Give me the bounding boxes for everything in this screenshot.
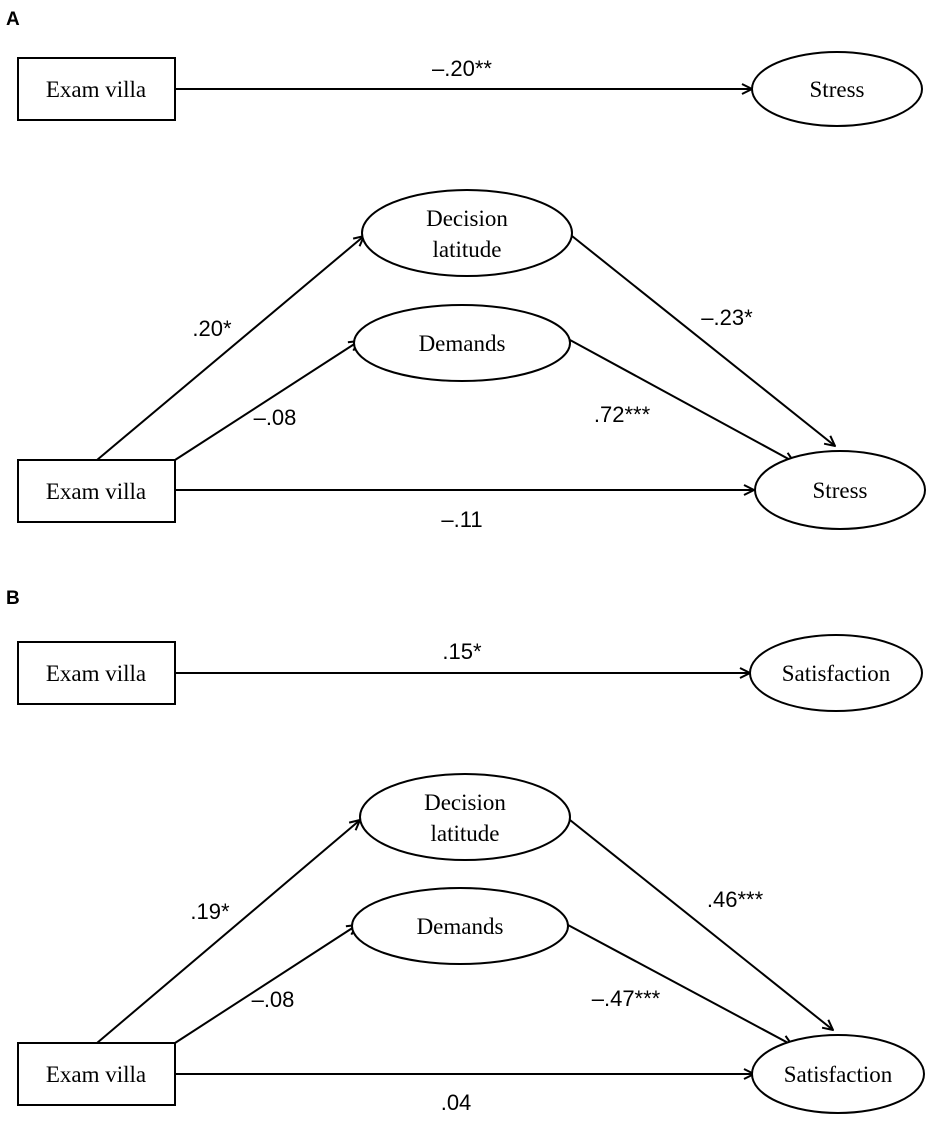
panel-b-outcome-label: Satisfaction (784, 1062, 893, 1087)
panel-b-mediator2-label: Demands (417, 914, 504, 939)
panel-a-predictor-box (17, 459, 176, 523)
panel-a-mediator1-line1: Decision (426, 206, 508, 231)
panel-a-arrow-x-m2 (174, 341, 359, 461)
panel-b-mediator1-line1: Decision (424, 790, 506, 815)
panel-b-outcome-ellipse (751, 1034, 925, 1114)
panel-a-top-outcome-label: Stress (810, 77, 865, 102)
panel-a-coef-m2-y: .72*** (594, 402, 651, 427)
panel-b-top-predictor-label: Exam villa (46, 661, 146, 686)
panel-a-outcome-ellipse (754, 450, 926, 530)
panel-a-coef-x-m1: .20* (192, 316, 232, 341)
panel-b-mediator1-line2: latitude (431, 821, 500, 846)
panel-b-top-coef: .15* (442, 639, 482, 664)
panel-b-coef-direct: .04 (441, 1090, 472, 1115)
panel-a-mediator2-label: Demands (419, 331, 506, 356)
panel-a-mediation-model: Exam villa Decision latitude Demands Str… (17, 189, 926, 532)
panel-b-arrow-x-m2 (174, 925, 357, 1044)
panel-b-label: B (6, 588, 20, 609)
panel-a-coef-direct: –.11 (441, 507, 482, 532)
panel-b-arrow-x-m1 (96, 820, 360, 1044)
panel-b-arrow-m2-y (567, 924, 792, 1045)
panel-b-mediation-model: Exam villa Decision latitude Demands Sat… (17, 773, 925, 1115)
panel-b-coef-x-m2: –.08 (252, 987, 295, 1012)
panel-a-arrow-x-m1 (96, 236, 364, 461)
panel-a-coef-x-m2: –.08 (254, 405, 297, 430)
panel-b-predictor-box (17, 1042, 176, 1106)
panel-b-predictor-label: Exam villa (46, 1062, 146, 1087)
panel-a-top-predictor-label: Exam villa (46, 77, 146, 102)
panel-b-coef-m1-y: .46*** (707, 887, 764, 912)
panel-b-top-outcome-label: Satisfaction (782, 661, 891, 686)
panel-a-mediator1-ellipse (361, 189, 573, 277)
panel-b-coef-m2-y: –.47*** (592, 986, 661, 1011)
panel-a-top-predictor-box (17, 57, 176, 121)
panel-a-coef-m1-y: –.23* (701, 305, 753, 330)
panel-a-top-coef: –.20** (432, 56, 492, 81)
panel-a-arrow-m1-y (571, 235, 835, 446)
panel-a-arrow-m2-y (569, 339, 794, 462)
panel-b-coef-x-m1: .19* (190, 899, 230, 924)
panel-a-outcome-label: Stress (813, 478, 868, 503)
panel-a-mediator1-line2: latitude (433, 237, 502, 262)
panel-b-top-predictor-box (17, 641, 176, 705)
panel-b-mediator1-ellipse (359, 773, 571, 861)
panel-a-label: A (6, 9, 20, 30)
panel-b-arrow-m1-y (569, 819, 833, 1030)
panel-b-mediator2-ellipse (351, 887, 569, 965)
panel-a-total-effect: Exam villa Stress –.20** (17, 51, 923, 127)
panel-a-mediator2-ellipse (353, 304, 571, 382)
panel-a-predictor-label: Exam villa (46, 479, 146, 504)
panel-b-total-effect: Exam villa Satisfaction .15* (17, 634, 923, 712)
